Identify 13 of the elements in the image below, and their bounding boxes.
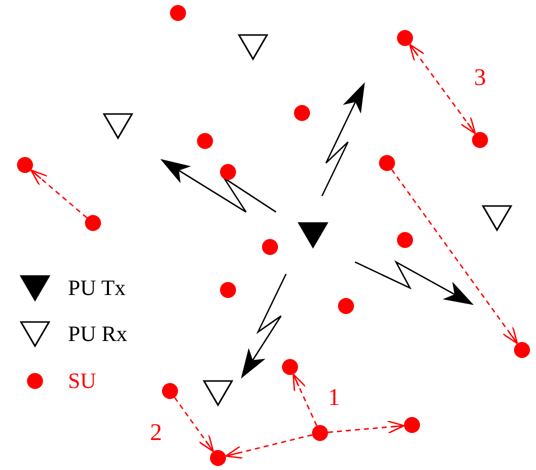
legend-label: SU <box>68 369 96 393</box>
dashed-arrow <box>409 44 476 134</box>
dashed-arrow <box>30 170 88 218</box>
pair-number: 2 <box>150 421 162 445</box>
dashed-arrow <box>174 397 214 452</box>
legend-label: PU Tx <box>68 276 126 300</box>
pair-number: 3 <box>474 66 486 90</box>
dashed-arrow <box>391 169 518 344</box>
legend-label: PU Rx <box>68 322 128 346</box>
pair-number: 1 <box>328 386 340 410</box>
dashed-arrow <box>292 374 318 426</box>
dashed-arrow <box>225 434 312 459</box>
dashed-arrow <box>328 420 405 434</box>
